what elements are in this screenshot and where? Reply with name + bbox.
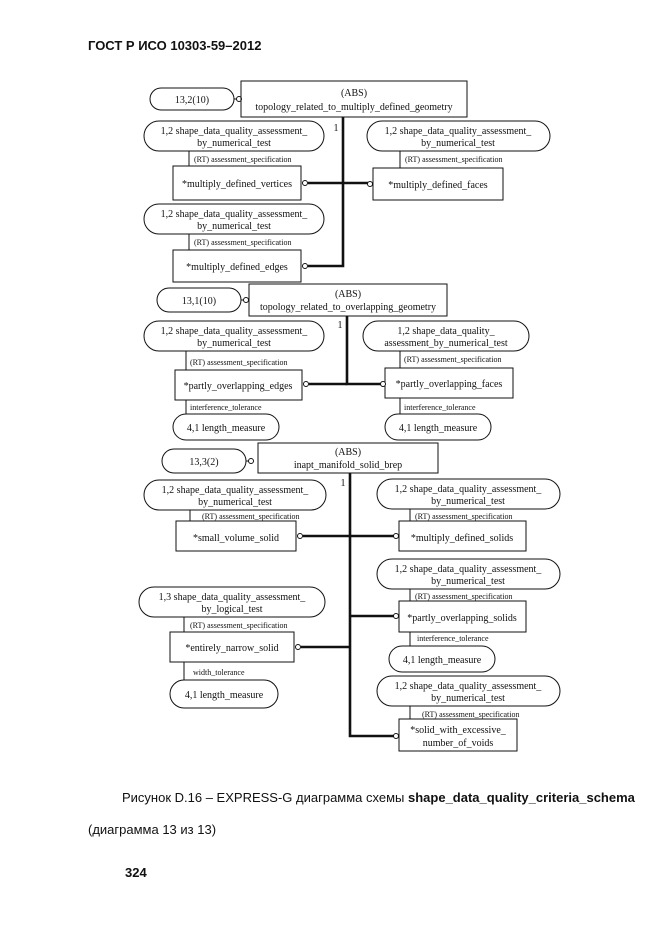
type-oval: [376, 478, 561, 510]
entity-name: topology_related_to_multiply_defined_geo…: [255, 102, 452, 113]
page-number: 324: [125, 865, 147, 880]
abstract-entity-box: [240, 80, 468, 118]
entity-box: [172, 249, 302, 283]
attribute-label: (RT) assessment_specification: [415, 592, 513, 601]
type-name: 4,1 length_measure: [399, 423, 478, 434]
type-name: assessment_by_numerical_test: [384, 338, 508, 349]
type-name: 1,2 shape_data_quality_assessment_: [161, 326, 309, 337]
entity-name: *partly_overlapping_solids: [407, 613, 517, 624]
type-oval: [143, 120, 325, 152]
entity-box: [169, 631, 295, 663]
attribute-label: (RT) assessment_specification: [404, 355, 502, 364]
document-header: ГОСТ Р ИСО 10303-59–2012: [88, 38, 262, 53]
type-name: 1,2 shape_data_quality_assessment_: [161, 126, 309, 137]
type-name: by_numerical_test: [421, 138, 495, 149]
entity-name: *multiply_defined_faces: [388, 180, 488, 191]
entity-box: [398, 718, 518, 752]
entity-name: *multiply_defined_solids: [411, 533, 513, 544]
cardinality: 1: [338, 320, 343, 331]
type-name: 1,2 shape_data_quality_assessment_: [161, 209, 309, 220]
attribute-label: (RT) assessment_specification: [202, 512, 300, 521]
type-name: by_numerical_test: [431, 693, 505, 704]
entity-name: *multiply_defined_vertices: [182, 179, 292, 190]
type-name: 1,2 shape_data_quality_assessment_: [162, 485, 310, 496]
type-name: 1,2 shape_data_quality_assessment_: [395, 564, 543, 575]
entity-name: *entirely_narrow_solid: [185, 643, 278, 654]
type-oval: [376, 675, 561, 707]
page-ref-label: 13,1(10): [182, 296, 216, 307]
attribute-label: (RT) assessment_specification: [190, 621, 288, 630]
type-name: by_numerical_test: [197, 221, 271, 232]
caption-schema-name: shape_data_quality_criteria_schema: [408, 790, 635, 805]
cardinality: 1: [341, 478, 346, 489]
caption-prefix: Рисунок D.16 – EXPRESS-G диаграмма схемы: [122, 790, 408, 805]
page-ref-label: 13,3(2): [189, 457, 218, 468]
entity-box: [398, 600, 527, 633]
type-name: 1,2 shape_data_quality_assessment_: [395, 484, 543, 495]
type-oval: [143, 203, 325, 235]
entity-box: [174, 369, 303, 401]
type-name: 4,1 length_measure: [187, 423, 266, 434]
type-name: by_numerical_test: [431, 496, 505, 507]
entity-name: inapt_manifold_solid_brep: [294, 460, 402, 471]
figure-caption: Рисунок D.16 – EXPRESS-G диаграмма схемы…: [122, 790, 635, 805]
entity-name: *multiply_defined_edges: [186, 262, 288, 273]
entity-name: *solid_with_excessive_: [410, 725, 507, 736]
attribute-label: interference_tolerance: [404, 403, 476, 412]
attribute-label: interference_tolerance: [417, 634, 489, 643]
entity-name: topology_related_to_overlapping_geometry: [260, 302, 436, 313]
attribute-label: (RT) assessment_specification: [194, 155, 292, 164]
type-name: 4,1 length_measure: [403, 655, 482, 666]
type-oval: [143, 320, 325, 352]
type-name: by_logical_test: [201, 604, 262, 615]
type-oval: [172, 413, 280, 441]
type-name: 1,2 shape_data_quality_assessment_: [395, 681, 543, 692]
type-oval: [366, 120, 551, 152]
abstract-entity-box: [257, 442, 439, 474]
attribute-label: (RT) assessment_specification: [190, 358, 288, 367]
type-name: 4,1 length_measure: [185, 690, 264, 701]
entity-name: number_of_voids: [423, 738, 494, 749]
attribute-label: (RT) assessment_specification: [422, 710, 520, 719]
attribute-label: width_tolerance: [193, 668, 245, 677]
type-name: by_numerical_test: [197, 338, 271, 349]
attribute-label: (RT) assessment_specification: [415, 512, 513, 521]
type-oval: [138, 586, 326, 618]
entity-name: *partly_overlapping_edges: [184, 381, 293, 392]
abs-label: (ABS): [341, 88, 367, 99]
entity-name: *partly_overlapping_faces: [396, 379, 503, 390]
attribute-label: (RT) assessment_specification: [194, 238, 292, 247]
type-oval: [362, 320, 530, 352]
page-ref-label: 13,2(10): [175, 95, 209, 106]
attribute-label: interference_tolerance: [190, 403, 262, 412]
type-name: by_numerical_test: [431, 576, 505, 587]
type-name: 1,2 shape_data_quality_: [397, 326, 495, 337]
type-oval: [384, 413, 492, 441]
abs-label: (ABS): [335, 447, 361, 458]
type-oval: [169, 679, 279, 709]
type-name: 1,3 shape_data_quality_assessment_: [159, 592, 307, 603]
type-name: by_numerical_test: [198, 497, 272, 508]
type-oval: [143, 479, 327, 511]
type-name: by_numerical_test: [197, 138, 271, 149]
type-oval: [376, 558, 561, 590]
attribute-label: (RT) assessment_specification: [405, 155, 503, 164]
entity-name: *small_volume_solid: [193, 533, 279, 544]
cardinality: 1: [334, 123, 339, 134]
type-name: 1,2 shape_data_quality_assessment_: [385, 126, 533, 137]
entity-box: [172, 165, 302, 201]
type-oval: [388, 645, 496, 673]
abs-label: (ABS): [335, 289, 361, 300]
entity-box: [175, 520, 297, 552]
figure-caption-line2: (диаграмма 13 из 13): [88, 822, 217, 837]
